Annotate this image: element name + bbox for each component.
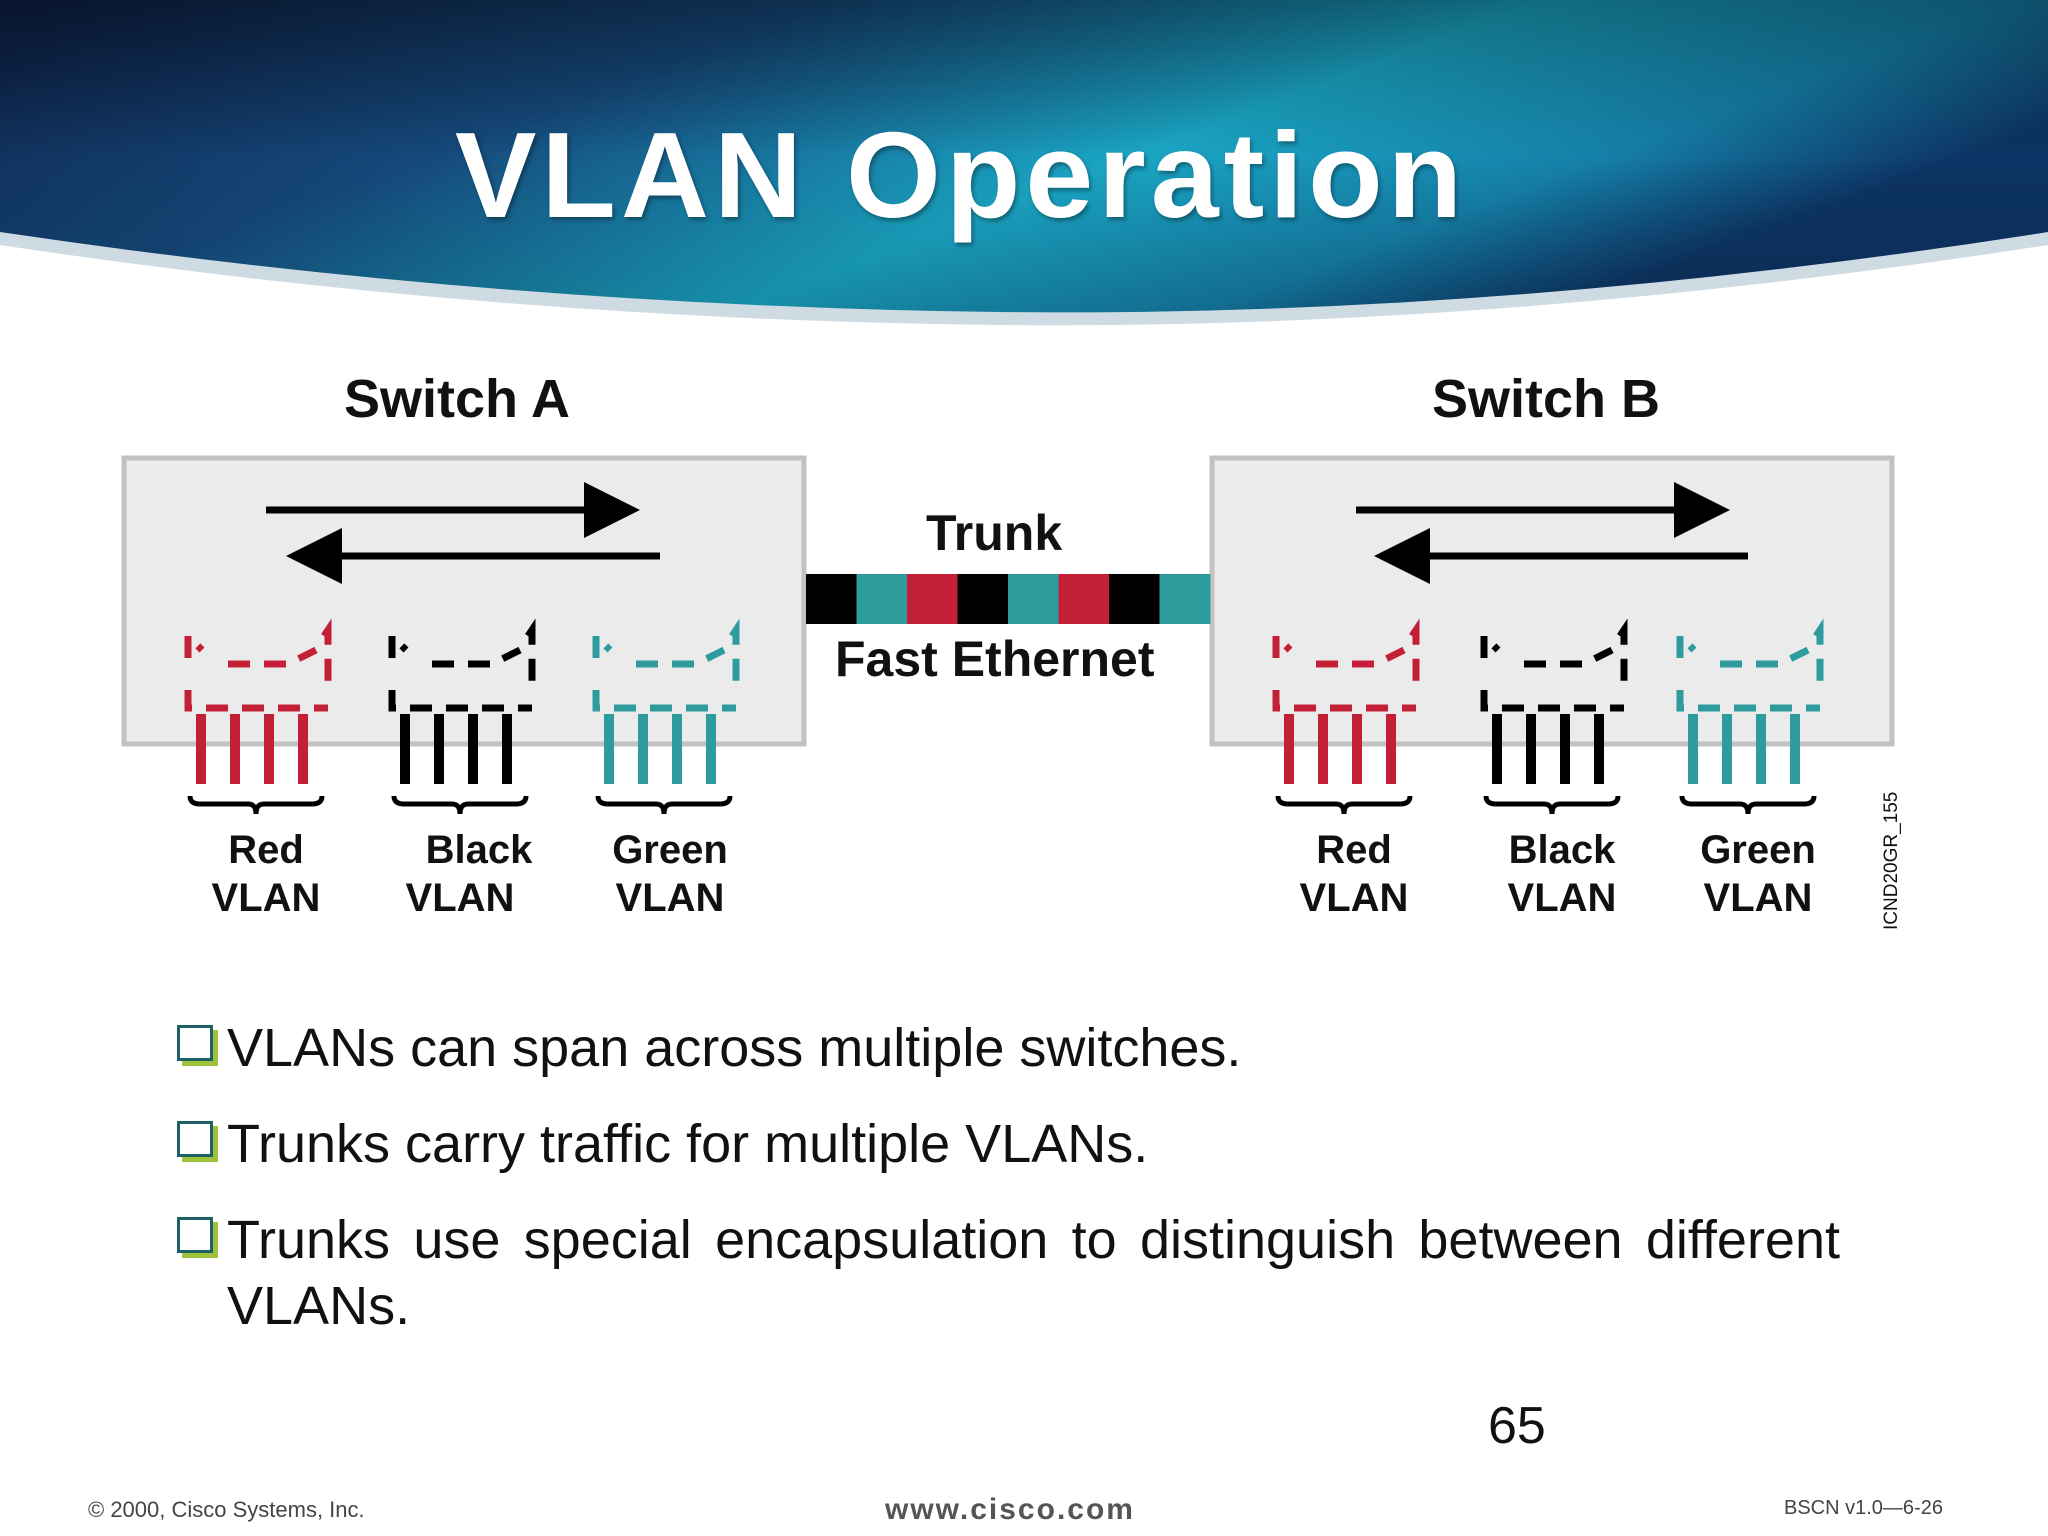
trunk-segment: [1159, 574, 1211, 624]
footer-copyright: © 2000, Cisco Systems, Inc.: [88, 1497, 365, 1522]
port-bar: [1594, 714, 1604, 784]
vlan-boundary: [388, 618, 536, 712]
port-bar: [638, 714, 648, 784]
trunk-segment: [957, 574, 1009, 624]
port-bar: [706, 714, 716, 784]
vlan-name: Green: [612, 828, 728, 872]
brace: [1679, 795, 1817, 815]
trunk-segment: [907, 574, 958, 624]
page-number: 65: [1488, 1397, 1546, 1455]
switch-b-vlan-group: [1480, 618, 1628, 815]
switch-b-vlan-label-black: Black VLAN: [1472, 826, 1652, 922]
switch-a-vlan-label-red: Red VLAN: [176, 826, 356, 922]
checkbox-bullet-icon: [177, 1025, 213, 1061]
port-bar: [1790, 714, 1800, 784]
trunk-segment: [1008, 574, 1059, 624]
vlan-word: VLAN: [1507, 876, 1617, 920]
port-bar: [1756, 714, 1766, 784]
port-bar: [196, 714, 206, 784]
brace: [391, 795, 529, 815]
trunk-label: Trunk: [926, 505, 1063, 561]
bullet-item: Trunks use special encapsulation to dist…: [175, 1207, 1840, 1339]
switch-a-vlan-label-black: Black VLAN: [375, 826, 555, 922]
switch-b-vlan-group: [1676, 618, 1824, 815]
trunk-cable: [806, 574, 1211, 624]
switch-a-vlan-label-green: Green VLAN: [580, 826, 760, 922]
port-bar: [1492, 714, 1502, 784]
vlan-word: VLAN: [1703, 876, 1813, 920]
bullet-text: Trunks carry traffic for multiple VLANs.: [227, 1114, 1149, 1174]
vlan-port-groups: [184, 618, 1824, 815]
brace: [1483, 795, 1621, 815]
port-bar: [468, 714, 478, 784]
port-bar: [1722, 714, 1732, 784]
switch-b-vlan-label-green: Green VLAN: [1668, 826, 1848, 922]
switch-a-vlan-group: [592, 618, 740, 815]
switch-b-label: Switch B: [1432, 369, 1661, 429]
port-bar: [230, 714, 240, 784]
port-bar: [604, 714, 614, 784]
port-bar: [1318, 714, 1328, 784]
port-bar: [400, 714, 410, 784]
switch-b-box: [1209, 455, 1895, 747]
vlan-name: Black: [425, 828, 533, 872]
bullet-list: VLANs can span across multiple switches.…: [175, 1015, 1840, 1369]
port-bar: [1688, 714, 1698, 784]
vlan-boundary: [592, 618, 740, 712]
brace: [1275, 795, 1413, 815]
vlan-name: Red: [228, 828, 304, 872]
vlan-word: VLAN: [211, 876, 321, 920]
switch-b-vlan-label-red: Red VLAN: [1264, 826, 1444, 922]
title-banner: [0, 0, 2048, 326]
trunk-sublabel: Fast Ethernet: [835, 631, 1155, 687]
bullet-item: Trunks carry traffic for multiple VLANs.: [175, 1111, 1840, 1177]
footer-url: www.cisco.com: [885, 1493, 1135, 1526]
figure-id: ICND20GR_155: [1881, 791, 1902, 930]
port-bar: [1560, 714, 1570, 784]
vlan-boundary: [1676, 618, 1824, 712]
trunk-segment: [856, 574, 908, 624]
brace: [187, 795, 325, 815]
port-bar: [264, 714, 274, 784]
slide-title: VLAN Operation: [455, 107, 1468, 243]
vlan-boundary: [184, 618, 332, 712]
switch-b-vlan-group: [1272, 618, 1420, 815]
bullet-item: VLANs can span across multiple switches.: [175, 1015, 1840, 1081]
switch-a-box: [121, 455, 807, 747]
port-bar: [1526, 714, 1536, 784]
vlan-word: VLAN: [1299, 876, 1409, 920]
port-bar: [1386, 714, 1396, 784]
vlan-boundary: [1272, 618, 1420, 712]
port-bar: [434, 714, 444, 784]
bullet-text: VLANs can span across multiple switches.: [227, 1018, 1242, 1078]
trunk-segment: [1109, 574, 1160, 624]
port-bar: [298, 714, 308, 784]
port-bar: [672, 714, 682, 784]
trunk-segment: [806, 574, 857, 624]
bullet-text: Trunks use special encapsulation to dist…: [227, 1210, 1840, 1336]
brace: [595, 795, 733, 815]
checkbox-bullet-icon: [177, 1121, 213, 1157]
port-bar: [502, 714, 512, 784]
port-bar: [1284, 714, 1294, 784]
vlan-name: Red: [1316, 828, 1392, 872]
vlan-word: VLAN: [405, 876, 515, 920]
trunk-segment: [1058, 574, 1110, 624]
vlan-word: VLAN: [615, 876, 725, 920]
switch-a-vlan-group: [184, 618, 332, 815]
port-bar: [1352, 714, 1362, 784]
vlan-name: Black: [1508, 828, 1616, 872]
switch-a-label: Switch A: [344, 369, 571, 429]
vlan-boundary: [1480, 618, 1628, 712]
footer-course-code: BSCN v1.0—6-26: [1784, 1497, 1943, 1519]
switch-a-vlan-group: [388, 618, 536, 815]
vlan-name: Green: [1700, 828, 1816, 872]
checkbox-bullet-icon: [177, 1217, 213, 1253]
